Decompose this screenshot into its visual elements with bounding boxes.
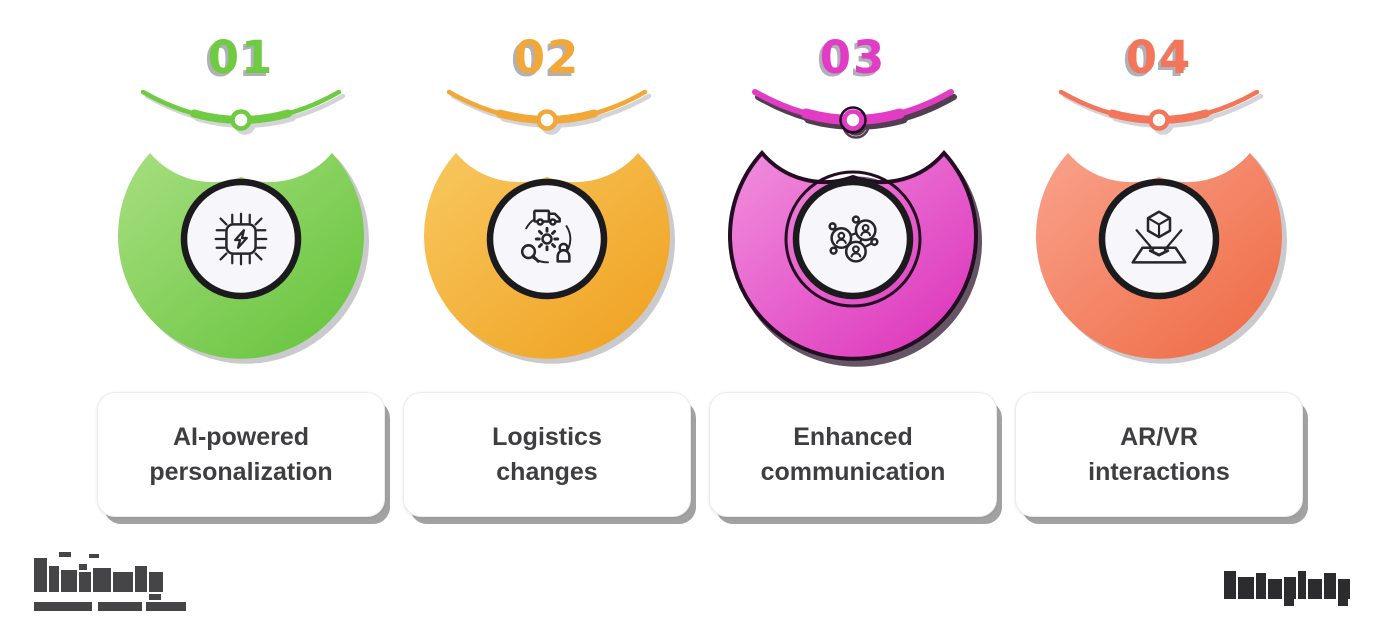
step-number: 03 [819,31,887,84]
step-number: 04 [1125,31,1193,84]
badge-inner-disc [1098,178,1220,300]
badge-inner-disc [180,178,302,300]
watermark-left-pixelated-logo [34,552,186,611]
badge-inner-disc [792,178,914,300]
arc-node-icon [842,109,864,131]
connector-arc-icon [446,89,648,131]
watermark-right-pixelated-logo [1224,571,1350,606]
step-badge [118,153,364,359]
arc-node-icon [536,109,558,131]
connector-arc-icon [752,89,954,134]
step-badge [424,153,670,359]
step-number: 01 [207,31,275,84]
step-number: 02 [513,31,581,84]
step-badge [1036,153,1282,359]
arc-node-icon [230,109,252,131]
connector-arc-icon [140,89,342,131]
step-badge [728,149,978,361]
arc-node-icon [1148,109,1170,131]
connector-arc-icon [1058,89,1260,131]
